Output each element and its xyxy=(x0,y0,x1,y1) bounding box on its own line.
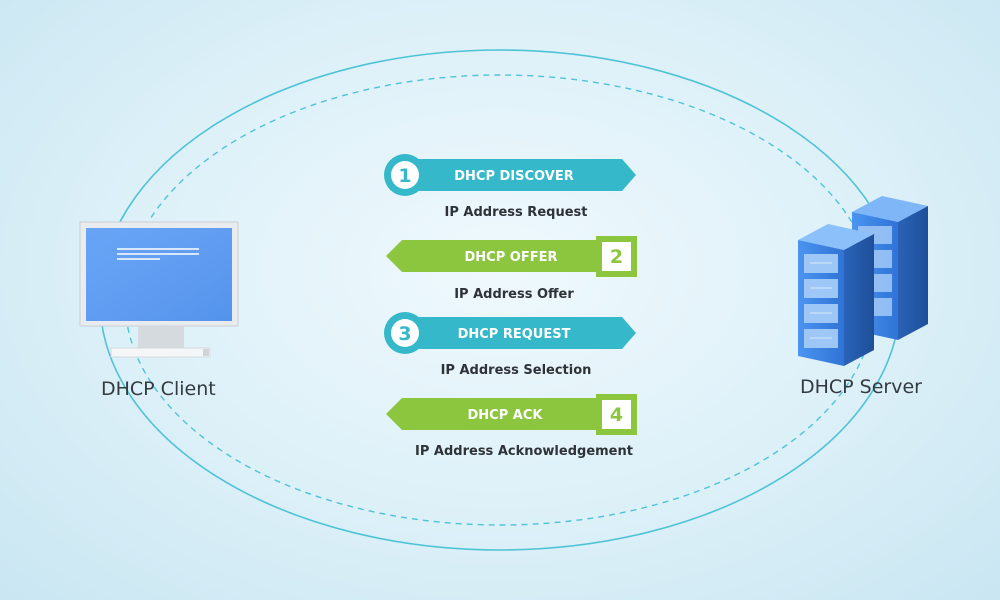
server-label: DHCP Server xyxy=(800,376,922,398)
step-1-title: DHCP DISCOVER xyxy=(454,169,573,184)
step-1-subtitle: IP Address Request xyxy=(444,205,588,220)
step-1-number: 1 xyxy=(398,165,411,187)
step-4-title: DHCP ACK xyxy=(468,408,544,423)
step-1-arrow: 1 DHCP DISCOVER xyxy=(384,154,636,196)
step-2-number: 2 xyxy=(610,246,623,268)
step-2-subtitle: IP Address Offer xyxy=(454,287,574,302)
step-3-title: DHCP REQUEST xyxy=(458,327,571,342)
step-2-title: DHCP OFFER xyxy=(465,250,558,265)
server-tower-front xyxy=(798,224,874,366)
step-3-arrow: 3 DHCP REQUEST xyxy=(384,312,636,354)
step-3-subtitle: IP Address Selection xyxy=(440,363,592,378)
step-4-subtitle: IP Address Acknowledgement xyxy=(415,444,633,459)
step-4-number: 4 xyxy=(610,404,623,426)
step-4-arrow: 4 DHCP ACK xyxy=(386,394,637,435)
step-3-number: 3 xyxy=(398,323,411,345)
step-2-arrow: 2 DHCP OFFER xyxy=(386,236,637,277)
client-label: DHCP Client xyxy=(101,378,216,400)
